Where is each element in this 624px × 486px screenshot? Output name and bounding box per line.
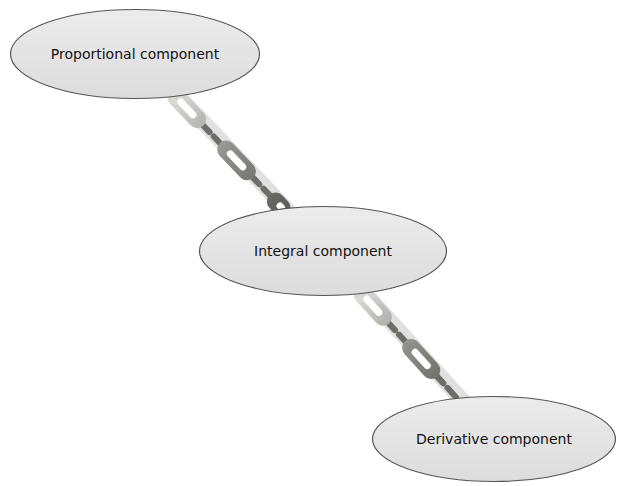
chain-link-side (176, 97, 281, 207)
node-label: Integral component (254, 243, 392, 259)
node-label: Derivative component (416, 431, 572, 447)
node-label: Proportional component (51, 46, 219, 62)
ellipse-node: Proportional component (9, 8, 261, 100)
ellipse-node: Derivative component (371, 395, 617, 483)
chain-link-hole (176, 97, 281, 207)
chain-link (176, 97, 281, 207)
ellipse-node: Integral component (198, 205, 448, 297)
chain-link-side (363, 295, 456, 398)
chain-link-hole (363, 295, 456, 398)
chain-connector (363, 295, 463, 402)
chain-connector (176, 97, 288, 211)
chain-link (363, 295, 456, 398)
